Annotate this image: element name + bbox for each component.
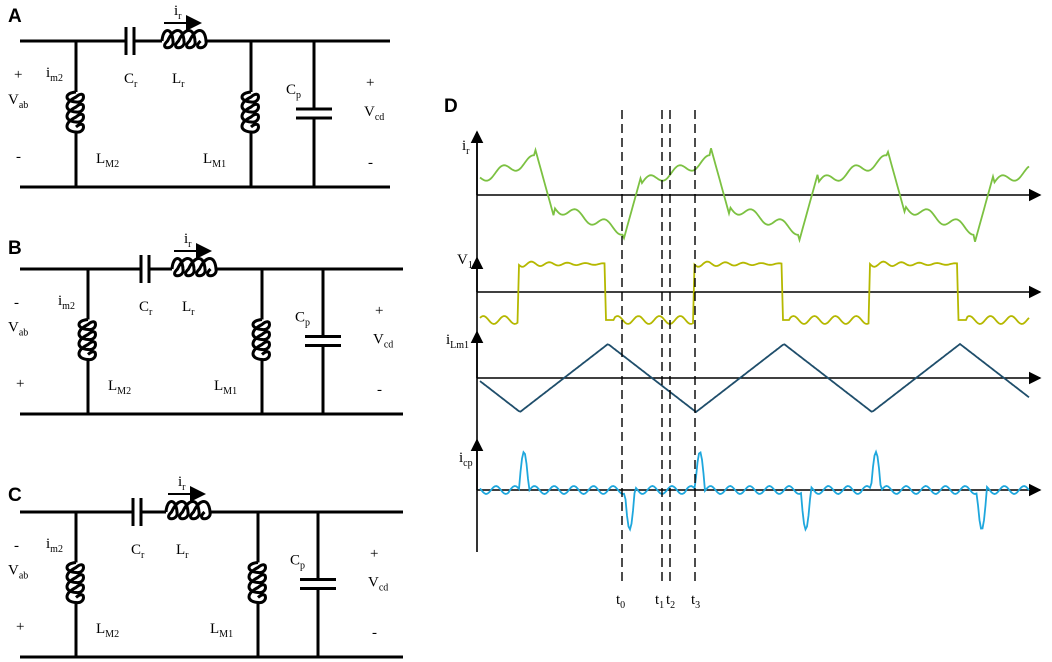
sign-left-top: + bbox=[14, 67, 22, 83]
trace-label-2: iLm1 bbox=[446, 332, 469, 351]
label-lm1: LM1 bbox=[214, 378, 237, 397]
label-cr: Cr bbox=[139, 299, 153, 318]
label-cp: Cp bbox=[290, 553, 305, 572]
label-cp: Cp bbox=[286, 82, 301, 101]
magnetizing-inductor-lm1 bbox=[251, 318, 271, 362]
label-vab: Vab bbox=[8, 320, 28, 339]
label-vcd: Vcd bbox=[373, 332, 393, 351]
label-im2: im2 bbox=[58, 293, 75, 312]
sign-left-top: - bbox=[14, 538, 19, 554]
current-label-ir: ir bbox=[184, 231, 192, 250]
label-lr: Lr bbox=[172, 71, 185, 90]
label-cr: Cr bbox=[124, 71, 138, 90]
resonant-inductor-lr bbox=[160, 29, 208, 50]
label-cr: Cr bbox=[131, 542, 145, 561]
label-lr: Lr bbox=[176, 542, 189, 561]
panel-label-c: C bbox=[8, 485, 22, 506]
trace-v1 bbox=[479, 260, 1030, 325]
panel-label-a: A bbox=[8, 6, 22, 27]
sign-right-bottom: - bbox=[372, 625, 377, 641]
sign-right-top: + bbox=[375, 303, 383, 319]
sign-left-bottom: - bbox=[16, 149, 21, 165]
current-label-ir: ir bbox=[178, 474, 186, 493]
label-im2: im2 bbox=[46, 65, 63, 84]
label-lm1: LM1 bbox=[203, 151, 226, 170]
trace-ir bbox=[479, 146, 1030, 244]
time-marker-label-1: t1 bbox=[655, 592, 664, 611]
label-lr: Lr bbox=[182, 299, 195, 318]
current-label-ir: ir bbox=[174, 3, 182, 22]
time-marker-label-0: t0 bbox=[616, 592, 625, 611]
trace-label-0: ir bbox=[462, 138, 470, 157]
magnetizing-inductor-lm2 bbox=[65, 561, 85, 605]
panel-label-d: D bbox=[444, 96, 458, 117]
sign-left-bottom: + bbox=[16, 376, 24, 392]
label-vcd: Vcd bbox=[364, 104, 384, 123]
sign-right-top: + bbox=[366, 75, 374, 91]
label-vab: Vab bbox=[8, 92, 28, 111]
resonant-inductor-lr bbox=[170, 257, 218, 278]
trace-icp bbox=[479, 449, 1030, 532]
label-cp: Cp bbox=[295, 310, 310, 329]
sign-right-bottom: - bbox=[368, 155, 373, 171]
sign-left-bottom: + bbox=[16, 619, 24, 635]
magnetizing-inductor-lm2 bbox=[77, 318, 97, 362]
trace-label-3: icp bbox=[459, 450, 473, 469]
panel-label-b: B bbox=[8, 238, 22, 259]
sign-left-top: - bbox=[14, 295, 19, 311]
label-lm1: LM1 bbox=[210, 621, 233, 640]
label-lm2: LM2 bbox=[96, 151, 119, 170]
magnetizing-inductor-lm2 bbox=[65, 90, 85, 134]
magnetizing-inductor-lm1 bbox=[247, 561, 267, 605]
label-lm2: LM2 bbox=[108, 378, 131, 397]
trace-ilm1 bbox=[479, 342, 1030, 414]
label-lm2: LM2 bbox=[96, 621, 119, 640]
time-marker-label-3: t3 bbox=[691, 592, 700, 611]
sign-right-bottom: - bbox=[377, 382, 382, 398]
magnetizing-inductor-lm1 bbox=[240, 90, 260, 134]
trace-label-1: V1 bbox=[457, 252, 473, 271]
label-vab: Vab bbox=[8, 563, 28, 582]
sign-right-top: + bbox=[370, 546, 378, 562]
label-vcd: Vcd bbox=[368, 575, 388, 594]
time-marker-label-2: t2 bbox=[666, 592, 675, 611]
label-im2: im2 bbox=[46, 536, 63, 555]
resonant-inductor-lr bbox=[164, 500, 212, 521]
